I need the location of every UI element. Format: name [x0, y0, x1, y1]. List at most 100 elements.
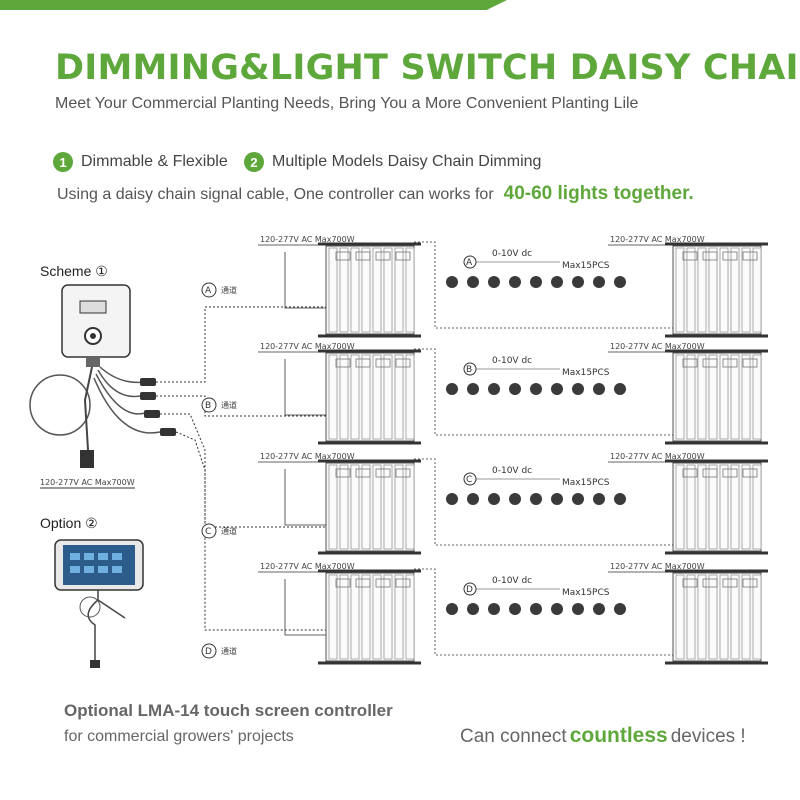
channel-text: 通道 — [221, 646, 237, 656]
fixture-dot — [614, 276, 626, 288]
fixture-clip — [335, 468, 351, 478]
led-bar — [675, 247, 685, 333]
controller-power-label: 120-277V AC Max700W — [40, 478, 135, 487]
led-bar — [328, 574, 338, 660]
led-bar — [328, 247, 338, 333]
fixture-dot — [488, 276, 500, 288]
fixture-dot — [467, 603, 479, 615]
led-bar — [405, 464, 415, 550]
fixture-power-label: 120-277V AC Max700W — [610, 235, 705, 244]
led-bar — [686, 247, 696, 333]
fixture-power-label: 120-277V AC Max700W — [260, 235, 355, 244]
channel-circle — [201, 397, 217, 413]
fixture-dot — [593, 383, 605, 395]
led-bar — [697, 354, 707, 440]
feature-label: Dimmable & Flexible — [81, 153, 228, 170]
max-label: Max15PCS — [562, 478, 610, 488]
fixture-clip — [395, 251, 411, 261]
fixture-dot — [467, 493, 479, 505]
fixture-dot — [509, 383, 521, 395]
led-bar — [372, 354, 382, 440]
fixture-dot — [446, 276, 458, 288]
led-bar — [394, 574, 404, 660]
fixture-dot — [446, 383, 458, 395]
max-label: Max15PCS — [562, 261, 610, 271]
top-accent-bar — [0, 0, 507, 10]
scheme-label: Scheme ① — [40, 263, 108, 279]
fixture-dot — [467, 383, 479, 395]
led-bar — [361, 247, 371, 333]
led-bar — [741, 464, 751, 550]
page-title: DIMMING&LIGHT SWITCH DAISY CHAIN — [55, 48, 800, 88]
led-bar — [752, 354, 762, 440]
led-bar — [328, 354, 338, 440]
feature-number-badge: 2 — [244, 152, 264, 172]
fixture-dot — [530, 603, 542, 615]
led-bar — [383, 464, 393, 550]
daisy-chain-link — [414, 348, 673, 436]
connect-prefix: Can connect — [460, 726, 567, 747]
signal-label: 0-10V dc — [492, 466, 532, 476]
max-label: Max15PCS — [562, 588, 610, 598]
signal-lines — [156, 306, 326, 631]
led-bar — [361, 574, 371, 660]
fixture-clip — [375, 251, 391, 261]
daisy-chain-link — [414, 458, 673, 546]
led-bar — [730, 354, 740, 440]
signal-label: 0-10V dc — [492, 356, 532, 366]
fixture-left — [318, 242, 421, 338]
led-bar — [752, 464, 762, 550]
fixture-clip — [722, 468, 738, 478]
fixture-dot — [488, 383, 500, 395]
led-bar — [383, 354, 393, 440]
feature-1: 1 Dimmable & Flexible — [53, 150, 228, 174]
fixture-clip — [682, 468, 698, 478]
fixture-clip — [742, 251, 758, 261]
led-bar — [730, 247, 740, 333]
fixture-clip — [395, 578, 411, 588]
fixture-power-label: 120-277V AC Max700W — [260, 562, 355, 571]
fixture-right — [665, 459, 768, 555]
fixture-dot — [551, 603, 563, 615]
led-bar — [719, 464, 729, 550]
fixture-dot — [572, 383, 584, 395]
led-bar — [741, 574, 751, 660]
channel-letter: D — [466, 585, 473, 595]
signal-drop-line — [284, 579, 326, 636]
led-bar — [675, 574, 685, 660]
led-bar — [675, 464, 685, 550]
led-bar — [686, 464, 696, 550]
channel-letter: B — [466, 365, 472, 375]
fixture-power-label: 120-277V AC Max700W — [260, 452, 355, 461]
led-bar — [361, 464, 371, 550]
fixture-dot — [446, 603, 458, 615]
fixture-dot — [488, 603, 500, 615]
fixture-clip — [375, 468, 391, 478]
fixture-clip — [355, 358, 371, 368]
led-bar — [350, 464, 360, 550]
fixture-clip — [742, 578, 758, 588]
fixture-clip — [722, 358, 738, 368]
connect-suffix: devices ! — [670, 726, 746, 747]
led-bar — [675, 354, 685, 440]
led-bar — [697, 574, 707, 660]
led-bar — [350, 354, 360, 440]
fixture-clip — [702, 578, 718, 588]
fixture-clip — [742, 468, 758, 478]
daisy-chain-link — [414, 568, 673, 656]
fixture-dot — [614, 603, 626, 615]
fixture-dot — [572, 603, 584, 615]
channel-letter: A — [466, 258, 473, 268]
fixture-left — [318, 349, 421, 445]
led-bar — [383, 247, 393, 333]
feature-2: 2 Multiple Models Daisy Chain Dimming — [244, 150, 541, 174]
fixture-dot — [551, 383, 563, 395]
feature-label: Multiple Models Daisy Chain Dimming — [272, 153, 542, 170]
fixture-clip — [682, 578, 698, 588]
led-bar — [686, 354, 696, 440]
led-bar — [405, 247, 415, 333]
led-bar — [719, 354, 729, 440]
